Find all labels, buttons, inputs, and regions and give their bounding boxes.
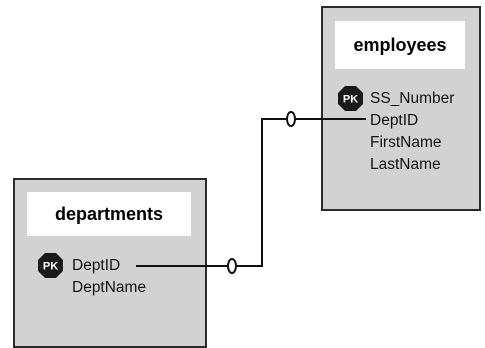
svg-text:PK: PK	[343, 94, 358, 106]
relationship-connector	[136, 111, 366, 274]
employees-title: employees	[335, 21, 465, 69]
svg-text:PK: PK	[43, 261, 58, 273]
departments-title: departments	[27, 192, 191, 236]
zero-cardinality-marker	[227, 258, 237, 274]
field-deptname: DeptName	[72, 279, 147, 296]
pk-badge-icon: PK	[38, 253, 63, 278]
field-lastname: LastName	[370, 156, 441, 173]
field-deptid: DeptID	[72, 257, 121, 274]
field-deptid: DeptID	[370, 112, 419, 129]
zero-cardinality-marker	[286, 111, 296, 127]
pk-badge-icon: PK	[338, 86, 363, 111]
field-firstname: FirstName	[370, 134, 442, 151]
relationship-line	[136, 118, 366, 267]
field-ss-number: SS_Number	[370, 90, 455, 107]
employees-table: employees PK SS_Number DeptID FirstName …	[321, 6, 481, 211]
